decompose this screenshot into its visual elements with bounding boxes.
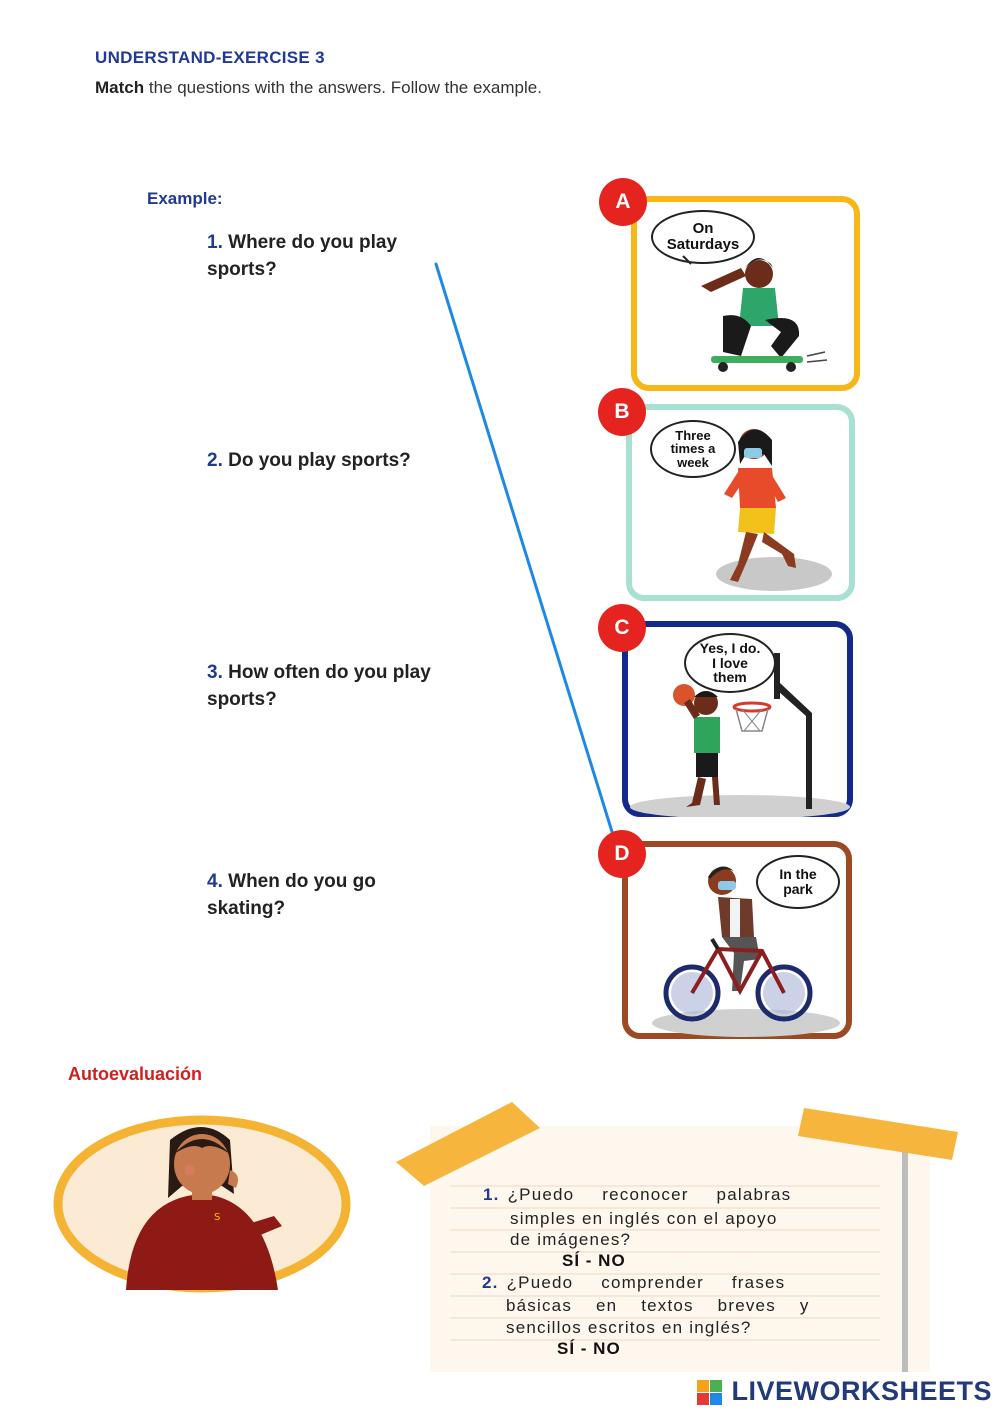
question-3[interactable]: 3. How often do you play sports? — [207, 659, 447, 713]
runner-illustration — [716, 429, 832, 591]
question-1[interactable]: 1. Where do you play sports? — [207, 229, 447, 283]
skateboarder-illustration — [682, 255, 828, 372]
question-text: Where do you play sports? — [207, 232, 398, 280]
note-background — [396, 1102, 958, 1372]
exercise-title: UNDERSTAND-EXERCISE 3 — [95, 48, 325, 67]
self-assessment-item-2-line1: 2.¿Puedo comprender frases — [482, 1273, 786, 1292]
answer-letter-b: B — [598, 388, 646, 436]
question-text: How often do you play sports? — [207, 662, 431, 710]
question-number: 1. — [207, 232, 223, 253]
yes-no-choice-2[interactable]: SÍ - NO — [557, 1339, 621, 1358]
question-number: 4. — [207, 871, 223, 892]
basketball-illustration — [630, 653, 850, 817]
answer-letter-a: A — [599, 178, 647, 226]
self-assessment-item-1-line2: simples en inglés con el apoyo — [510, 1209, 778, 1228]
yes-no-choice-1[interactable]: SÍ - NO — [562, 1251, 626, 1270]
svg-text:S: S — [214, 1212, 220, 1223]
self-assessment-title: Autoevaluación — [68, 1064, 203, 1084]
question-text: When do you go skating? — [207, 871, 376, 919]
answer-letter-c: C — [598, 604, 646, 652]
instruction-bold: Match — [95, 78, 145, 97]
cyclist-illustration — [652, 866, 840, 1037]
match-line[interactable] — [434, 262, 615, 837]
question-4[interactable]: 4. When do you go skating? — [207, 868, 447, 922]
self-assessment-item-1-line1: 1.¿Puedo reconocer palabras — [483, 1185, 792, 1204]
self-assessment-item-1-line3: de imágenes? — [510, 1230, 632, 1249]
self-assessment-item-2-line3: sencillos escritos en inglés? — [506, 1318, 752, 1337]
liveworksheets-logo — [697, 1380, 722, 1405]
example-label: Example: — [147, 189, 223, 208]
girl-thinking-illustration: S — [53, 1115, 351, 1293]
self-assessment-item-2-line2: básicas en textos breves y — [506, 1296, 810, 1315]
question-2[interactable]: 2. Do you play sports? — [207, 447, 447, 474]
instruction-text: the questions with the answers. Follow t… — [144, 78, 542, 97]
question-number: 2. — [207, 450, 223, 471]
brand-wordmark: LIVEWORKSHEETS — [731, 1376, 992, 1406]
question-text: Do you play sports? — [222, 450, 411, 471]
answer-letter-d: D — [598, 830, 646, 878]
question-number: 3. — [207, 662, 223, 683]
instructions: Match the questions with the answers. Fo… — [95, 78, 542, 98]
